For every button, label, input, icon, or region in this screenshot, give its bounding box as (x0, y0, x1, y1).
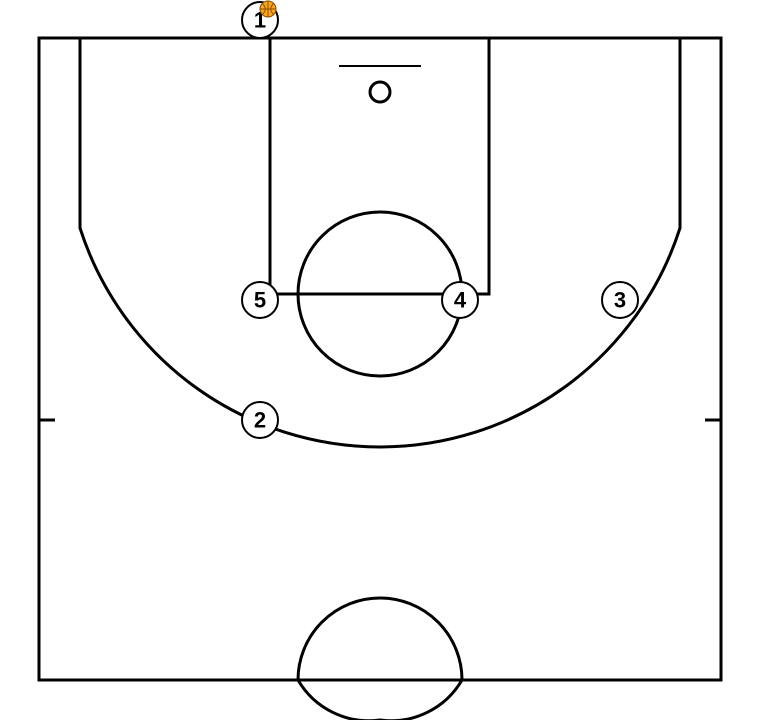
player-label: 4 (454, 288, 467, 313)
basketball-icon[interactable] (259, 0, 277, 18)
free-throw-lane (268, 38, 491, 296)
three-point-line (78, 38, 682, 449)
center-circle (296, 596, 464, 681)
player-label: 5 (254, 288, 266, 313)
court-boundary (37, 36, 723, 682)
player-label: 3 (614, 288, 626, 313)
player-3[interactable]: 3 (601, 281, 639, 319)
player-4[interactable]: 4 (441, 281, 479, 319)
center-circle-lower (296, 679, 464, 720)
player-label: 2 (254, 408, 266, 433)
player-5[interactable]: 5 (241, 281, 279, 319)
player-2[interactable]: 2 (241, 401, 279, 439)
hoop-icon (368, 80, 392, 104)
